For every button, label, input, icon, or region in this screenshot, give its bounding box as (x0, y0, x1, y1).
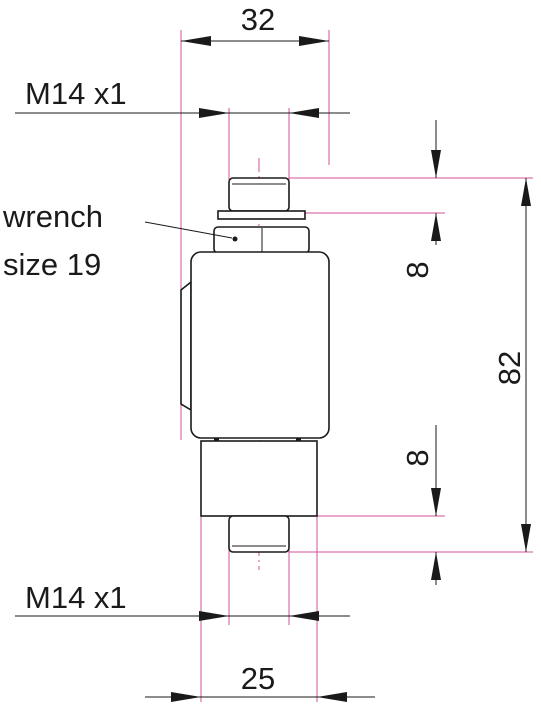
dimension-thread-bottom: M14 x1 (15, 580, 350, 621)
dimension-label-bottom-width: 25 (241, 661, 275, 696)
height-label-total: 82 (492, 351, 527, 385)
dimension-height-total: 82 (492, 178, 531, 552)
dimension-thread-top: M14 x1 (15, 76, 350, 118)
dimension-label-top-width: 32 (241, 2, 275, 37)
height-label-top: 8 (400, 261, 435, 278)
thread-label-top: M14 x1 (25, 76, 127, 111)
thread-label-bottom: M14 x1 (25, 580, 127, 615)
dimension-height-bottom: 8 (400, 425, 441, 585)
dimension-top-width: 32 (181, 2, 329, 46)
dimension-height-top: 8 (400, 120, 441, 279)
wrench-callout: wrench size 19 (2, 199, 238, 282)
wrench-label-line1: wrench (2, 199, 103, 234)
wrench-label-line2: size 19 (3, 247, 101, 282)
part-outline (180, 177, 330, 553)
dimension-bottom-width: 25 (145, 661, 375, 702)
height-label-bottom: 8 (400, 449, 435, 466)
